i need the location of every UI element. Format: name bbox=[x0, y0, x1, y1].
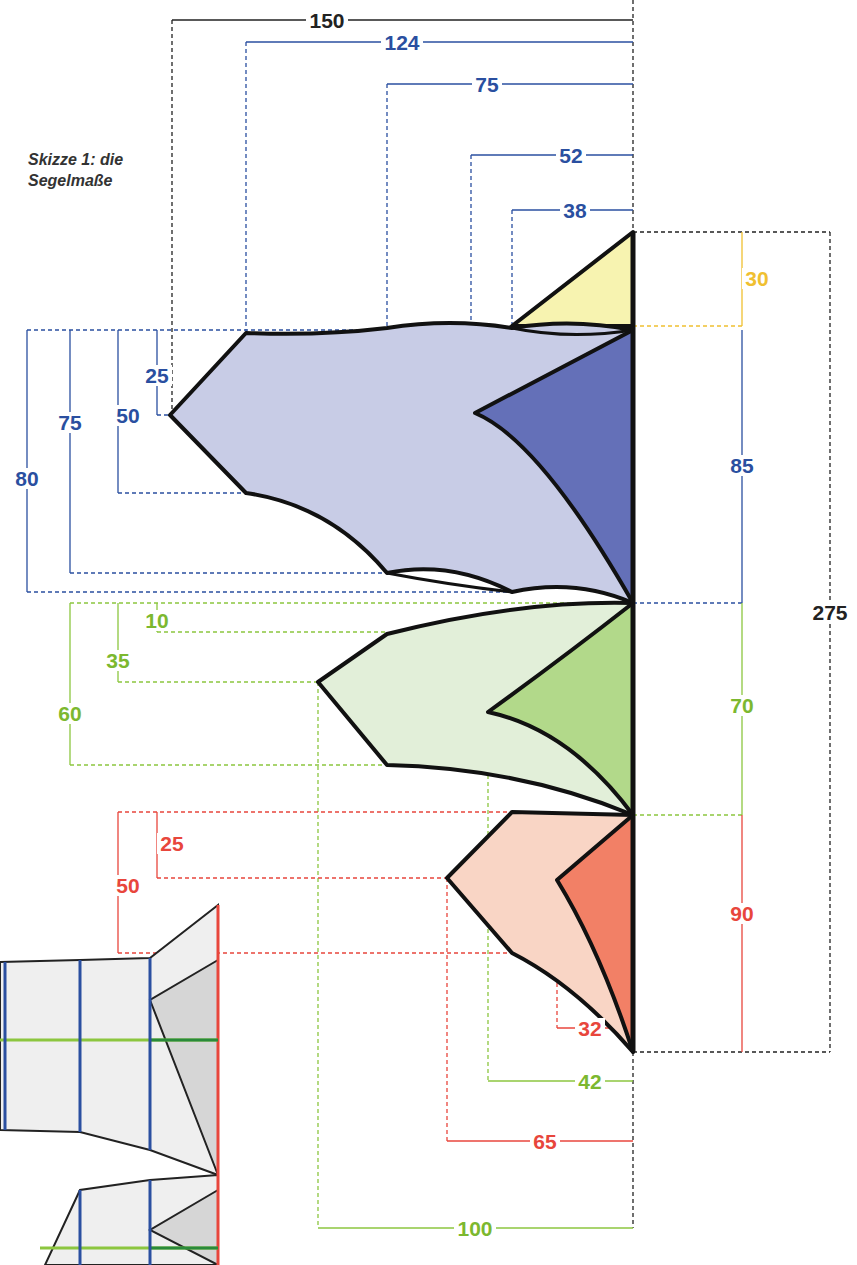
inset-sketch bbox=[0, 905, 218, 1265]
dimension-value: 150 bbox=[306, 10, 347, 31]
dimension-value: 124 bbox=[381, 32, 422, 53]
dimension-value: 52 bbox=[556, 145, 585, 166]
dimension-value: 75 bbox=[472, 74, 501, 95]
dimension-value: 38 bbox=[560, 200, 589, 221]
dimension-line bbox=[633, 232, 742, 326]
dimension-value: 25 bbox=[142, 365, 171, 386]
dimension-value: 42 bbox=[575, 1071, 604, 1092]
dimension-value: 275 bbox=[809, 602, 850, 623]
dimension-value: 32 bbox=[575, 1018, 604, 1039]
dimension-value: 30 bbox=[742, 268, 771, 289]
dimension-value: 25 bbox=[157, 833, 186, 854]
dimension-value: 90 bbox=[727, 903, 756, 924]
dimension-value: 10 bbox=[142, 610, 171, 631]
sail-shapes bbox=[170, 232, 633, 1052]
dimension-value: 70 bbox=[727, 695, 756, 716]
dimension-value: 80 bbox=[12, 468, 41, 489]
dimension-value: 85 bbox=[727, 455, 756, 476]
dimension-value: 35 bbox=[103, 650, 132, 671]
dimension-line bbox=[172, 0, 830, 1228]
dimension-value: 60 bbox=[55, 703, 84, 724]
dimension-value: 100 bbox=[454, 1218, 495, 1239]
figure-caption: Skizze 1: die Segelmaße bbox=[28, 150, 158, 192]
dimension-value: 50 bbox=[113, 875, 142, 896]
dimension-value: 65 bbox=[530, 1131, 559, 1152]
dimension-value: 75 bbox=[55, 412, 84, 433]
dimension-value: 50 bbox=[113, 405, 142, 426]
